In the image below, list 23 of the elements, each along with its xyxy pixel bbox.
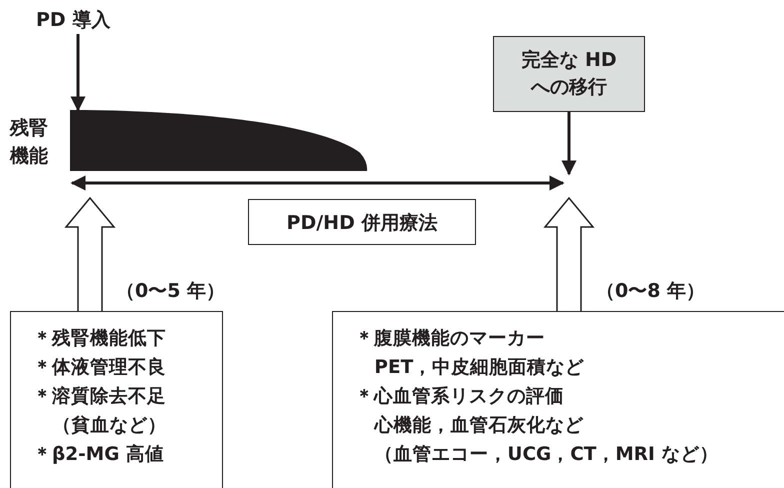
list-item: ＊溶質除去不足 — [33, 385, 167, 409]
process-box — [10, 311, 223, 488]
caption-text: PD 導入 — [36, 8, 126, 34]
list-item: PET，中皮細胞面積など — [373, 356, 586, 380]
list-item: ＊腹膜機能のマーカー — [355, 327, 546, 351]
list-item: ＊残腎機能低下 — [33, 327, 167, 351]
box-label: PD/HD 併用療法 — [286, 211, 438, 236]
list-item: ＊体液管理不良 — [33, 356, 167, 380]
process-box — [493, 36, 645, 112]
arrow — [70, 34, 86, 112]
block-arrow — [64, 196, 116, 312]
list-item: ＊β2-MG 高値 — [33, 442, 165, 467]
list-item: ＊心血管系リスクの評価 — [355, 385, 565, 409]
residual-function-shape — [70, 110, 368, 171]
list-item: 心機能，血管石灰化など — [372, 414, 584, 438]
list-item: （血管エコー，UCG，CT，MRI など） — [373, 443, 720, 467]
process-box — [332, 311, 784, 488]
arrow — [562, 112, 576, 176]
axis-label: 残腎機能 — [10, 116, 49, 169]
list-item: （貧血など） — [51, 414, 168, 438]
block-arrow — [543, 196, 595, 312]
box-label: 完全な HD への移行 — [520, 48, 618, 100]
process-box — [248, 199, 476, 245]
